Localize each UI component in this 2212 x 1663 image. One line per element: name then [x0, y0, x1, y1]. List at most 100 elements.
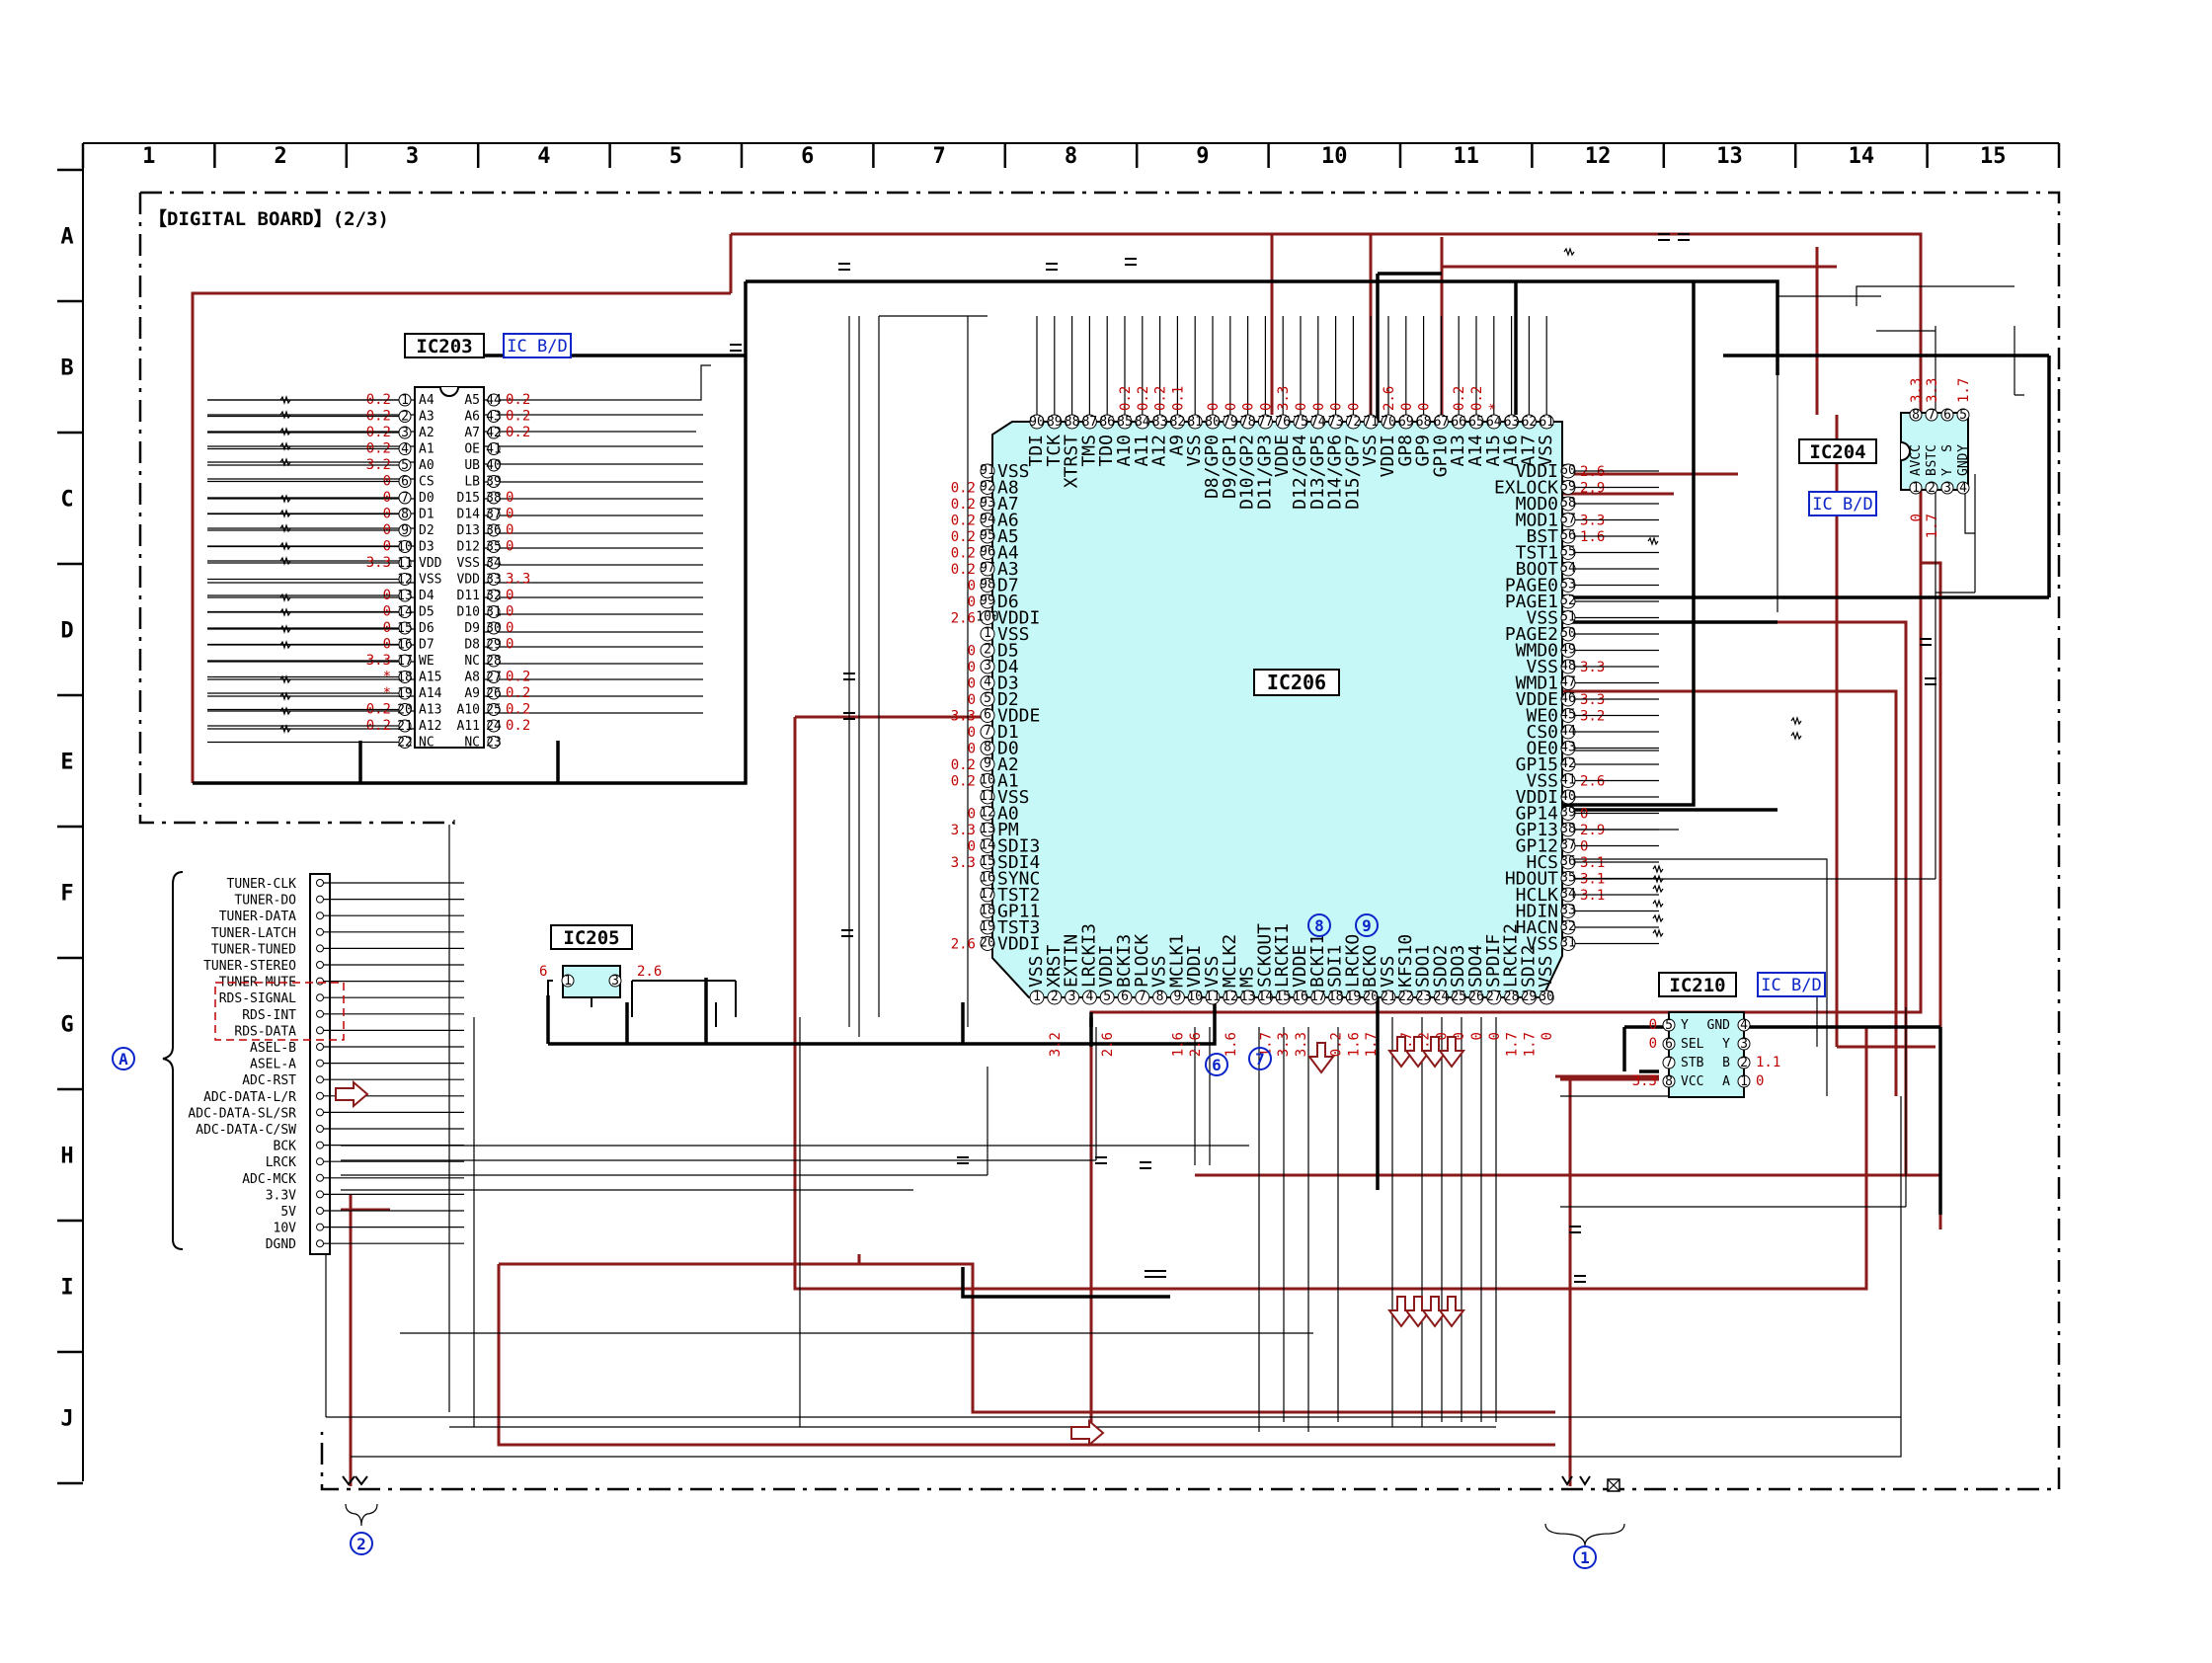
ic203-pin-function: D6: [419, 621, 434, 636]
ic203-pin: [487, 556, 501, 570]
ic206-pin-function: VDDE: [1516, 689, 1558, 710]
ic203-pin-function: A12: [419, 719, 441, 734]
grid-col-label: 7: [932, 144, 945, 169]
ic206-pin-function: D4: [997, 657, 1019, 677]
ic203-pin-number: 2: [401, 410, 409, 425]
ic206-pin-voltage: 0: [1580, 839, 1588, 855]
ic206-pin-voltage: 2.9: [1580, 481, 1605, 497]
ic210-pin-number: 5: [1665, 1018, 1673, 1033]
ic206-pin: [980, 480, 995, 495]
grid-row-label: A: [60, 225, 73, 250]
marker-1: 1: [1580, 1548, 1590, 1567]
ic210-pin-voltage: 1.1: [1756, 1055, 1780, 1070]
ic206-pin-function: HACN: [1516, 917, 1558, 938]
resistor: [279, 691, 291, 701]
ic206-pin-voltage: 0: [1329, 403, 1345, 411]
ic206-pin-function: BOOT: [1516, 559, 1559, 580]
ic206-pin-voltage: 3.3: [1580, 692, 1605, 708]
ic206-pin-number: 79: [1223, 415, 1238, 430]
ic206-pin-function: VSS: [1526, 771, 1558, 792]
ic203-pin-number: 29: [486, 638, 502, 653]
ic206-pin-voltage: 0.2: [951, 757, 976, 773]
ic205-pin-3-voltage: 2.6: [637, 964, 662, 980]
passive-components: [279, 233, 1936, 1283]
ic203-pin: [487, 508, 501, 520]
ic206-pin: [1293, 990, 1308, 1005]
ic206-pin-function: A10: [1114, 435, 1135, 467]
ic206-pin-voltage: 0.2: [951, 774, 976, 790]
ic203-pin-number: 40: [486, 458, 502, 473]
resistor: [1652, 899, 1664, 909]
ic203-pin-function: A4: [419, 393, 434, 408]
resistor: [279, 541, 291, 551]
connector-pin: [316, 1157, 324, 1166]
ic203-pin-voltage: 0.2: [506, 718, 530, 734]
ic206-pin-function: VSS: [1184, 435, 1205, 467]
ic203-pin: [487, 686, 501, 700]
connector-pin: [316, 1207, 324, 1215]
ic206-pin-number: 93: [980, 496, 995, 511]
ic206-pin-number: 39: [1560, 806, 1576, 821]
ic206-pin-number: 64: [1486, 415, 1502, 430]
resistor: [279, 706, 291, 716]
ic206-pin-number: 80: [1205, 415, 1221, 430]
ic206-pin: [980, 578, 995, 593]
ic204-tag: IC B/D: [1812, 495, 1872, 515]
ic206-pin-voltage: 3.3: [951, 823, 976, 838]
ic206-pin-number: 90: [1029, 415, 1045, 430]
ic206-pin-voltage: 0: [968, 644, 976, 660]
ic206-pin: [1416, 414, 1432, 430]
ic203-pin-number: 25: [486, 703, 502, 718]
ic206-pin-function: VSS: [1526, 934, 1558, 955]
ic210-pin-number: 2: [1740, 1056, 1748, 1070]
ic206-pin-function: VSS: [997, 624, 1030, 645]
ic206-pin-number: 5: [984, 691, 991, 706]
ic206-pin-function: D9/GP1: [1220, 435, 1240, 499]
grid-col-label: 6: [801, 144, 814, 169]
resistor: [279, 724, 291, 734]
ic203-pin-function: A10: [457, 703, 480, 718]
connector-pin-label: ADC-DATA-SL/SR: [188, 1106, 296, 1121]
grid-col-label: 13: [1716, 144, 1743, 169]
ic206-pin: [1398, 414, 1414, 430]
ic206-pin-function: TDI: [1026, 435, 1047, 467]
ic210-pin: [1737, 1018, 1751, 1032]
connector-pin: [316, 961, 324, 969]
ic206-pin-voltage: 2.6: [951, 611, 976, 627]
ic210-pin-voltage: 0: [1649, 1017, 1657, 1033]
ic210-pin-voltage: 0: [1649, 1036, 1657, 1052]
ic206-pin-number: 58: [1560, 496, 1576, 511]
resistor: [1652, 874, 1664, 884]
ic206-pin-voltage: 0: [1452, 1032, 1467, 1040]
ic206-pin-voltage: 0: [1540, 1032, 1555, 1040]
ic203-pin-number: 33: [486, 573, 502, 588]
ic206-pin-voltage: 2.6: [951, 937, 976, 953]
ic206-pin-number: 57: [1560, 513, 1576, 527]
ic206-pin: [1029, 990, 1045, 1005]
ic206-pin-number: 98: [980, 578, 995, 593]
ic206-pin-number: 55: [1560, 545, 1576, 560]
connector-pin: [316, 1141, 324, 1149]
ic206-pin-number: 9: [1173, 990, 1181, 1004]
ic206-pin-voltage: 2.6: [1100, 1032, 1116, 1057]
ic206-pin-voltage: 1.7: [1505, 1032, 1521, 1057]
resistor: [279, 410, 291, 420]
ic206-pin-number: 75: [1293, 415, 1308, 430]
grid-col-label: 12: [1585, 144, 1612, 169]
grid-col-label: 15: [1980, 144, 2007, 169]
ic206-pin-number: 13: [980, 822, 995, 836]
ic206-pin-number: 10: [980, 773, 995, 788]
ic206-pin-function: CS0: [1526, 722, 1558, 743]
ic206-pin-voltage: 0: [968, 725, 976, 741]
ic203-pin-function: D10: [457, 605, 480, 620]
ic206-pin-number: 6: [1121, 990, 1129, 1004]
connector-pin: [316, 911, 324, 920]
ic203-pin-number: 36: [486, 523, 502, 538]
ic206-pin: [980, 675, 995, 690]
ic206-pin-number: 7: [1139, 990, 1146, 1004]
ic206-pin-function: SDI4: [997, 852, 1040, 873]
ic206-pin-voltage: 0: [968, 660, 976, 675]
ic206-pin-number: 72: [1346, 415, 1362, 430]
